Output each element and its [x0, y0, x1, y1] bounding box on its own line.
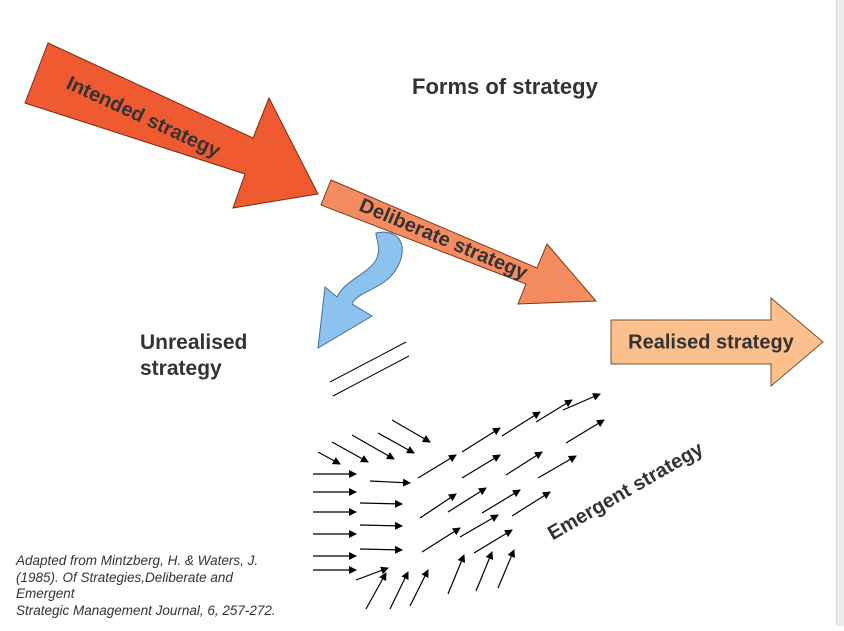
emergent-arrow [421, 527, 461, 553]
unrealised-curved-arrow [317, 231, 403, 349]
intended-strategy-arrow-shape [24, 42, 319, 209]
emergent-arrow [419, 493, 457, 519]
unrealised-block-line [329, 341, 407, 383]
citation-line: (1985). Of Strategies,Deliberate and [16, 569, 233, 585]
deliberate-strategy-arrow-shape [320, 179, 598, 305]
emergent-arrow [505, 451, 543, 476]
emergent-arrow [501, 411, 541, 437]
emergent-arrow [417, 454, 457, 479]
emergent-arrow [447, 487, 487, 513]
citation-line: Adapted from Mintzberg, H. & Waters, J. [16, 553, 259, 568]
intended-strategy-arrow: Intended strategy [24, 42, 319, 209]
emergent-arrow [351, 434, 395, 460]
emergent-arrow [473, 529, 513, 554]
emergent-arrow [562, 393, 601, 411]
diagram-title: Forms of strategy [412, 74, 598, 99]
scrollbar-track[interactable] [836, 0, 844, 626]
emergent-arrow [359, 499, 403, 508]
emergent-arrow [409, 569, 429, 607]
unrealised-block-line [332, 355, 410, 397]
unrealised-strategy-label: Unrealised strategy [140, 330, 247, 382]
citation: Adapted from Mintzberg, H. & Waters, J. … [16, 553, 336, 619]
emergent-strategy-label: Emergent strategy [544, 438, 708, 545]
emergent-arrow [359, 521, 403, 530]
emergent-arrow [481, 489, 521, 514]
realised-strategy-arrow-shape [610, 296, 824, 388]
emergent-arrow [389, 571, 409, 610]
emergent-arrow [497, 549, 515, 589]
emergent-arrow [511, 491, 551, 517]
emergent-arrow [369, 478, 411, 487]
emergent-arrow [459, 514, 499, 538]
emergent-arrow [475, 551, 494, 592]
citation-line: Emergent [16, 586, 75, 601]
emergent-arrow [377, 432, 415, 454]
emergent-arrow [537, 455, 577, 479]
emergent-arrow [565, 419, 605, 444]
emergent-arrow [535, 399, 573, 423]
emergent-arrows [313, 393, 605, 610]
emergent-arrow [317, 451, 341, 465]
emergent-arrow [331, 441, 369, 463]
emergent-arrow [391, 419, 431, 443]
emergent-arrow [359, 545, 403, 554]
realised-strategy-arrow: Realised strategy [610, 296, 824, 388]
emergent-arrow [461, 427, 501, 453]
unrealised-label-line: strategy [140, 357, 222, 380]
citation-line: Strategic Management Journal, 6, 257-272… [16, 602, 276, 618]
emergent-arrow [355, 566, 389, 581]
realised-strategy-label: Realised strategy [628, 331, 795, 353]
emergent-arrow [461, 454, 501, 479]
emergent-arrow [365, 572, 387, 610]
emergent-arrow [447, 554, 466, 595]
unrealised-label-line: Unrealised [140, 331, 248, 354]
